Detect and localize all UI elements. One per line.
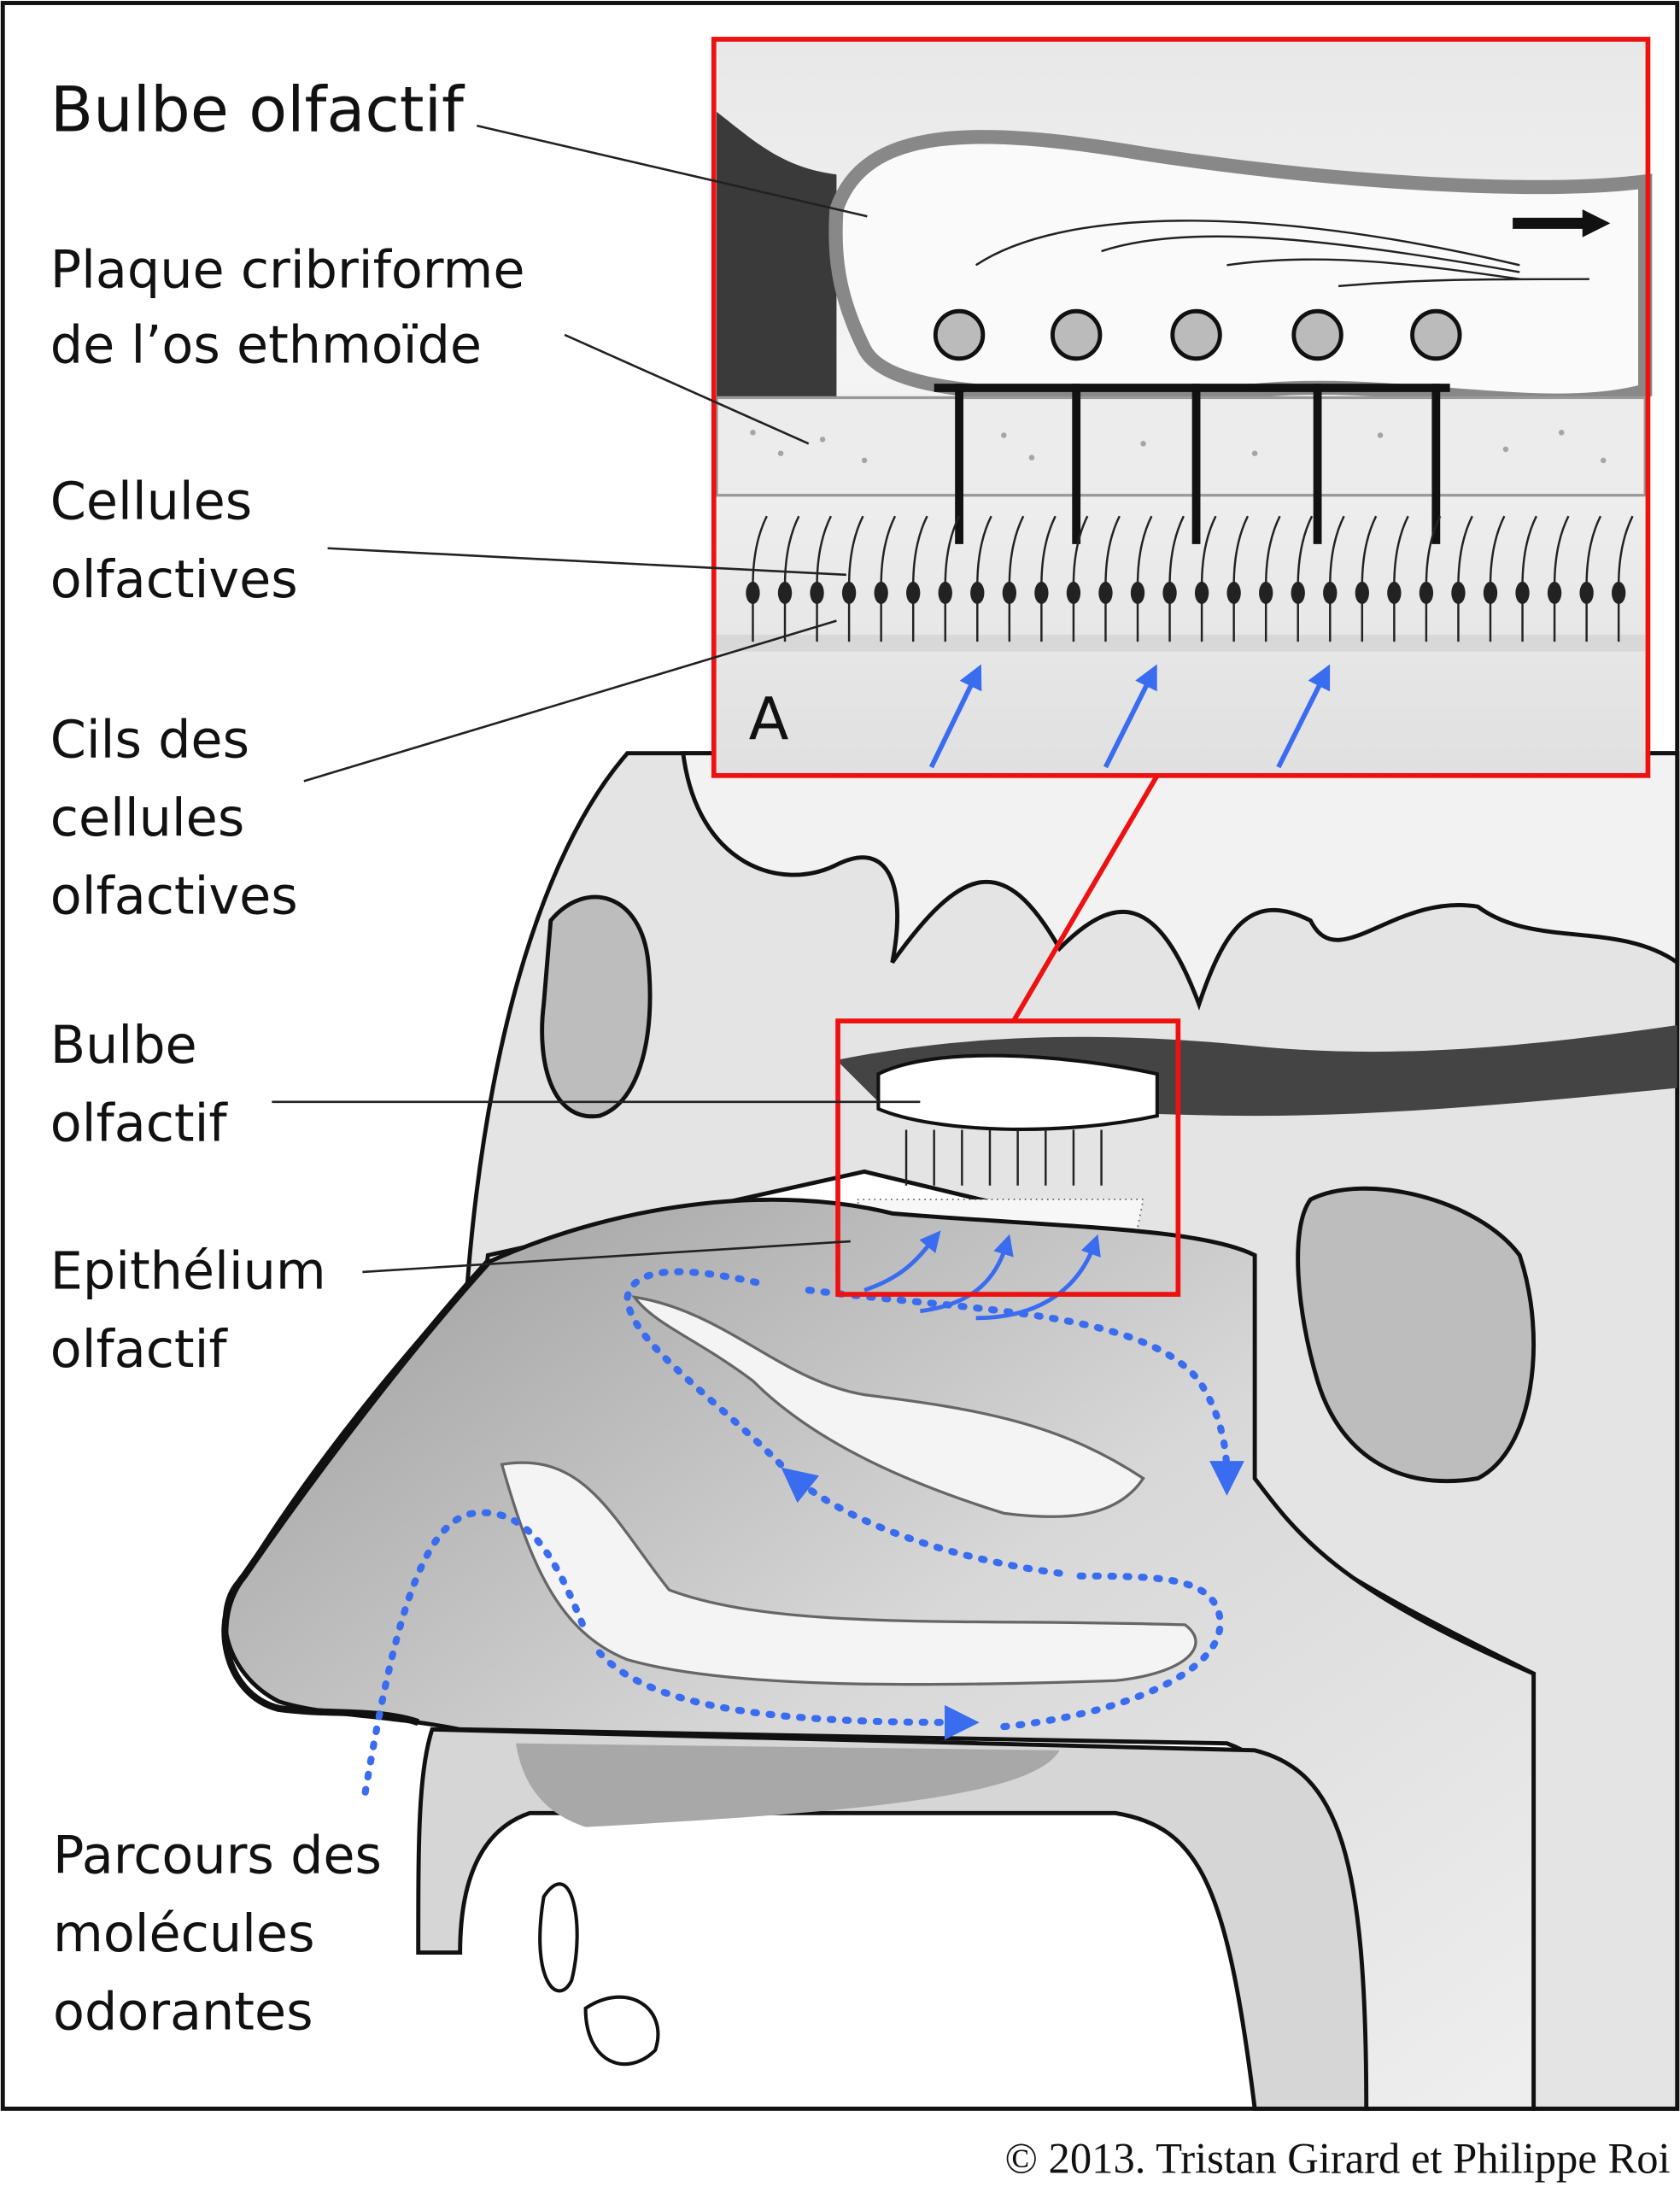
receptor-cell-body — [1483, 581, 1498, 605]
sphenoid-sinus — [1296, 1186, 1537, 1484]
label-parcours-1: Parcours des — [53, 1826, 382, 1885]
inset-neurons — [746, 515, 1634, 642]
receptor-cell-body — [938, 581, 952, 605]
label-cellules-1: Cellules — [50, 472, 253, 531]
receptor-cell-body — [1612, 581, 1626, 605]
receptor-cell-body — [1002, 581, 1016, 605]
receptor-cell-body — [1387, 581, 1402, 605]
inset-glomeruli — [933, 308, 1462, 361]
receptor-cell-body — [1323, 581, 1338, 605]
label-bulbe-2: olfactif — [50, 1094, 229, 1154]
receptor-cell-body — [1130, 581, 1145, 605]
receptor-cell-body — [1291, 581, 1305, 605]
hard-palate — [416, 1727, 1369, 2111]
receptor-cell-body — [874, 581, 888, 605]
receptor-cell-body — [746, 581, 760, 605]
label-bulbe-olfactif-top: Bulbe olfactif — [50, 74, 465, 147]
nose-outline — [221, 1259, 491, 1727]
receptor-cell-body — [1066, 581, 1081, 605]
label-plaque-2: de l’os ethmoïde — [50, 316, 482, 376]
inferior-turbinate — [500, 1461, 1197, 1686]
receptor-cell-body — [1451, 581, 1466, 605]
receptor-cell-body — [810, 581, 824, 605]
label-cils-3: olfactives — [50, 866, 298, 926]
receptor-cell-body — [1355, 581, 1369, 605]
olfactory-bulb — [876, 1053, 1159, 1131]
labels: Bulbe olfactif Plaque cribriforme de l’o… — [50, 74, 525, 2043]
label-parcours-2: molécules — [53, 1904, 315, 1964]
leader-lines — [272, 124, 921, 1274]
label-cils-1: Cils des — [50, 711, 249, 771]
teeth — [538, 1882, 660, 2067]
receptor-cell-body — [1419, 581, 1434, 605]
copyright: © 2013. Tristan Girard et Philippe Roi — [1004, 2134, 1670, 2182]
inset-label-a: A — [749, 685, 789, 753]
highlight-box-small — [835, 1018, 1181, 1297]
label-epith-1: Epithélium — [50, 1242, 326, 1302]
sagittal-section — [221, 751, 1680, 2111]
label-plaque-1: Plaque cribriforme — [50, 240, 525, 300]
receptor-cell-body — [1162, 581, 1177, 605]
receptor-cell-body — [1579, 581, 1594, 605]
receptor-cell-body — [970, 581, 985, 605]
receptor-cell-body — [1226, 581, 1241, 605]
receptor-cell-body — [1547, 581, 1562, 605]
receptor-cell-body — [1098, 581, 1113, 605]
label-cils-2: cellules — [50, 789, 245, 848]
receptor-cell-body — [1259, 581, 1273, 605]
inset-a: A — [711, 37, 1653, 778]
highlight-connector — [1011, 774, 1160, 1023]
highlight-box-inset — [711, 37, 1651, 778]
receptor-cell-body — [1194, 581, 1209, 605]
receptor-cell-body — [841, 581, 857, 605]
receptor-cell-body — [1515, 581, 1530, 605]
label-cellules-2: olfactives — [50, 550, 298, 610]
label-bulbe-1: Bulbe — [50, 1016, 197, 1076]
receptor-cell-body — [1034, 581, 1049, 605]
frontal-sinus — [540, 894, 653, 1119]
receptor-cell-body — [777, 581, 793, 605]
label-parcours-3: odorantes — [53, 1982, 313, 2042]
middle-turbinate — [631, 1295, 1145, 1519]
label-epith-2: olfactif — [50, 1320, 229, 1380]
receptor-cell-body — [906, 581, 921, 605]
inset-cribriform-plate — [715, 396, 1647, 497]
